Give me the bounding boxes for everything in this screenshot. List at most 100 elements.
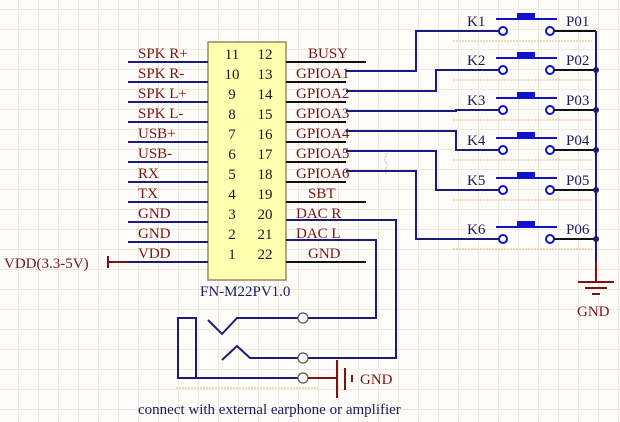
right-pin-label: GPIOA4 [296, 126, 350, 142]
jack-terminal-1 [297, 312, 309, 324]
right-pin-label: GPIOA2 [296, 86, 349, 102]
switch-key-label: K1 [467, 14, 485, 30]
switch-port-label: P01 [566, 14, 589, 30]
switch-terminal-right [545, 185, 555, 195]
right-pin-number: 20 [258, 207, 273, 223]
left-pin-number: 2 [228, 227, 236, 243]
right-pin-number: 18 [258, 167, 273, 183]
push-button-switch: K1 P01 [453, 13, 596, 42]
switch-port-label: P06 [566, 222, 590, 238]
left-pin-number: 7 [228, 127, 236, 143]
switch-button-cap [517, 221, 535, 227]
left-pin-label: TX [138, 186, 158, 202]
right-pin-number: 12 [258, 47, 273, 63]
right-pin-number: 22 [258, 247, 273, 263]
right-pin-label: BUSY [308, 46, 348, 62]
right-pin-label: DAC R [296, 206, 341, 222]
switch-terminal-left [498, 105, 508, 115]
left-pin-label: VDD [138, 246, 171, 262]
left-pin-label: SPK R- [138, 66, 184, 82]
left-pin-number: 1 [228, 247, 236, 263]
push-button-switch: K4 P04 [453, 132, 599, 161]
switch-gnd-label: GND [577, 304, 610, 320]
left-pin-number: 8 [228, 107, 236, 123]
vdd-power-label: VDD(3.3-5V) [4, 256, 89, 272]
left-pin-number: 9 [228, 87, 236, 103]
jack-body [177, 317, 197, 379]
jack-terminal-3 [297, 372, 309, 384]
switch-port-label: P04 [566, 133, 590, 149]
chip-guide-mark [384, 149, 388, 175]
switch-key-label: K5 [467, 173, 485, 189]
right-pin-label: SBT [308, 186, 336, 202]
jack-caption: connect with external earphone or amplif… [138, 402, 401, 418]
right-pin-label: GPIOA5 [296, 146, 349, 162]
right-pin-number: 16 [258, 127, 274, 143]
switch-terminal-left [498, 234, 508, 244]
wire-dac-r [286, 219, 397, 359]
left-pin-number: 6 [228, 147, 236, 163]
left-pin-label: SPK L- [138, 106, 183, 122]
jack-gnd-label: GND [360, 372, 393, 388]
switch-key-label: K2 [467, 53, 485, 69]
right-pin-label: GPIOA6 [296, 166, 350, 182]
left-pin-number: 3 [228, 207, 236, 223]
left-pin-number: 4 [228, 187, 236, 203]
switch-terminal-right [545, 26, 555, 36]
left-pin-number: 10 [225, 67, 240, 83]
right-pin-number: 21 [258, 227, 273, 243]
switch-terminal-right [545, 145, 555, 155]
wire-gpioa5-k5 [346, 150, 498, 191]
left-pin-label: GND [138, 206, 171, 222]
switch-button-cap [517, 92, 535, 98]
left-pin-label: USB- [138, 146, 172, 162]
wire-gpioa6-k6 [346, 170, 498, 240]
switch-port-label: P02 [566, 53, 589, 69]
right-pin-number: 15 [258, 107, 273, 123]
jack-terminal-2 [297, 352, 309, 364]
switch-button-cap [517, 172, 535, 178]
wire-gpioa4-k4 [346, 130, 498, 151]
audio-jack [176, 312, 318, 389]
wire-dac-l [286, 239, 377, 319]
left-pin-label: SPK R+ [138, 46, 188, 62]
right-pin-label: GND [308, 246, 341, 262]
left-pin-label: SPK L+ [138, 86, 187, 102]
switch-key-label: K6 [467, 222, 486, 238]
left-pin-label: RX [138, 166, 159, 182]
chip-body [207, 41, 287, 281]
switch-terminal-left [498, 145, 508, 155]
wire-gpioa3-k3 [346, 109, 498, 112]
right-pin-group: BUSY12GPIOA113GPIOA214GPIOA315GPIOA416GP… [258, 46, 388, 263]
switch-button-cap [517, 13, 535, 19]
right-pin-number: 14 [258, 87, 274, 103]
jack-contact-1 [207, 317, 300, 336]
wire-gpioa1-k1 [346, 30, 498, 72]
right-pin-label: GPIOA1 [296, 66, 349, 82]
switch-terminal-left [498, 65, 508, 75]
switch-button-cap [517, 132, 535, 138]
switch-terminal-right [545, 234, 555, 244]
switch-terminal-left [498, 26, 508, 36]
push-button-switch: K2 P02 [453, 52, 599, 81]
left-pin-number: 11 [225, 47, 239, 63]
right-pin-label: DAC L [296, 226, 341, 242]
switch-terminal-right [545, 65, 555, 75]
push-button-switch: K6 P06 [453, 221, 599, 250]
switch-terminal-left [498, 185, 508, 195]
switch-port-label: P03 [566, 93, 589, 109]
chip-name: FN-M22PV1.0 [200, 284, 290, 300]
right-pin-number: 17 [258, 147, 274, 163]
switch-key-label: K4 [467, 133, 486, 149]
right-pin-label: GPIOA3 [296, 106, 349, 122]
wire-gpioa2-k2 [346, 69, 498, 92]
jack-contact-2 [221, 344, 300, 361]
right-pin-number: 19 [258, 187, 273, 203]
switch-terminal-right [545, 105, 555, 115]
